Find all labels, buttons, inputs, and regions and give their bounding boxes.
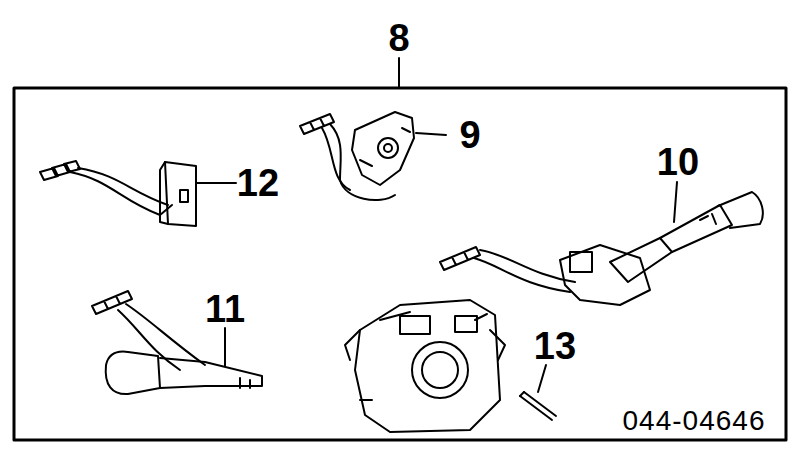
diagram-code: 044-04646 — [623, 407, 766, 435]
switch-body — [345, 300, 505, 432]
callout-number: 10 — [657, 143, 699, 181]
assembly-frame — [14, 88, 786, 440]
callout-number: 8 — [388, 19, 409, 57]
callout-number: 9 — [459, 116, 480, 154]
callout-number: 12 — [237, 164, 279, 202]
callout-number: 11 — [205, 290, 245, 328]
callout-number: 13 — [534, 327, 576, 365]
switch-12 — [40, 161, 196, 226]
pin-13 — [520, 392, 556, 420]
switch-9 — [300, 112, 414, 200]
switch-11 — [92, 291, 262, 394]
combination-switch-10 — [440, 192, 763, 305]
